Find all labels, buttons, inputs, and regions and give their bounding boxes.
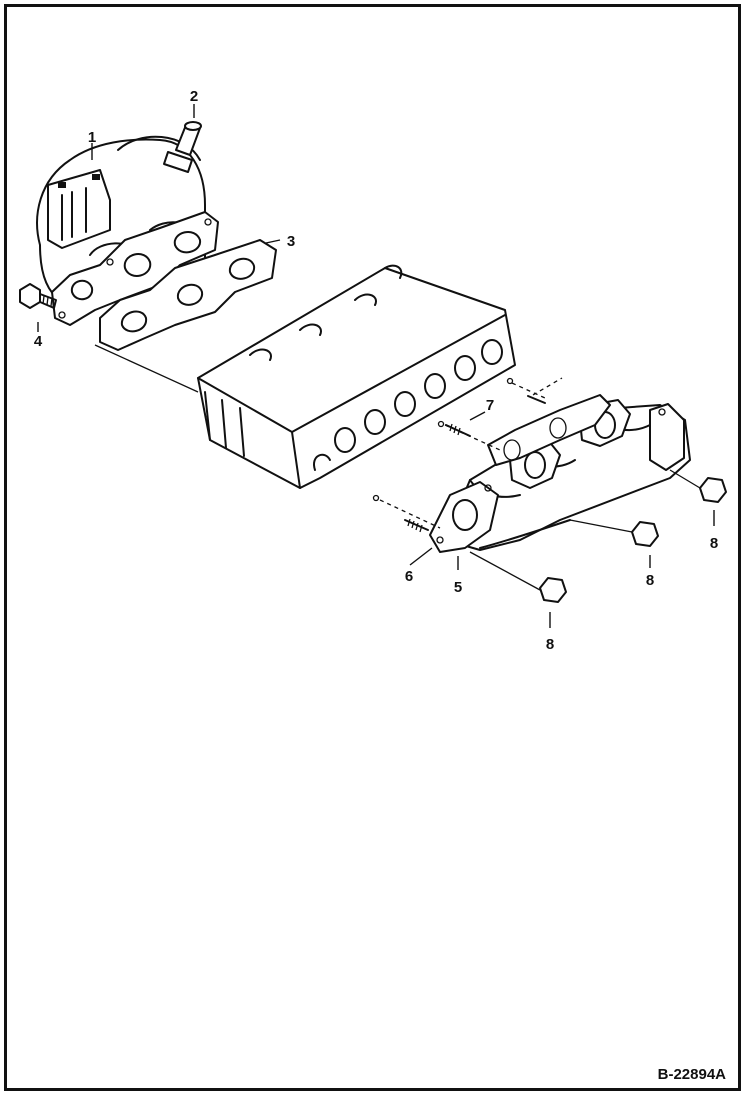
callout-8-lower: 8 — [546, 636, 554, 653]
cylinder-head — [197, 264, 516, 489]
callout-5: 5 — [454, 579, 462, 596]
intake-gasket — [99, 239, 277, 351]
figure-number: B-22894A — [658, 1066, 727, 1083]
intake-manifold-flange — [51, 211, 219, 326]
hose-fitting — [163, 121, 202, 173]
alignment-line-intake — [94, 344, 199, 393]
callout-2: 2 — [190, 88, 198, 105]
alignment-lines-exhaust — [379, 377, 563, 529]
callout-3: 3 — [287, 233, 295, 250]
callout-6: 6 — [405, 568, 413, 585]
callout-8-right: 8 — [710, 535, 718, 552]
studs — [372, 377, 546, 533]
callout-4: 4 — [34, 333, 43, 350]
callout-8-middle: 8 — [646, 572, 654, 589]
callout-leaders — [37, 104, 715, 628]
bolt — [19, 283, 57, 309]
nuts — [469, 469, 727, 603]
callout-7: 7 — [486, 397, 494, 414]
exhaust-gasket — [487, 394, 611, 466]
callout-1: 1 — [88, 129, 96, 146]
exhaust-manifold — [429, 399, 691, 553]
